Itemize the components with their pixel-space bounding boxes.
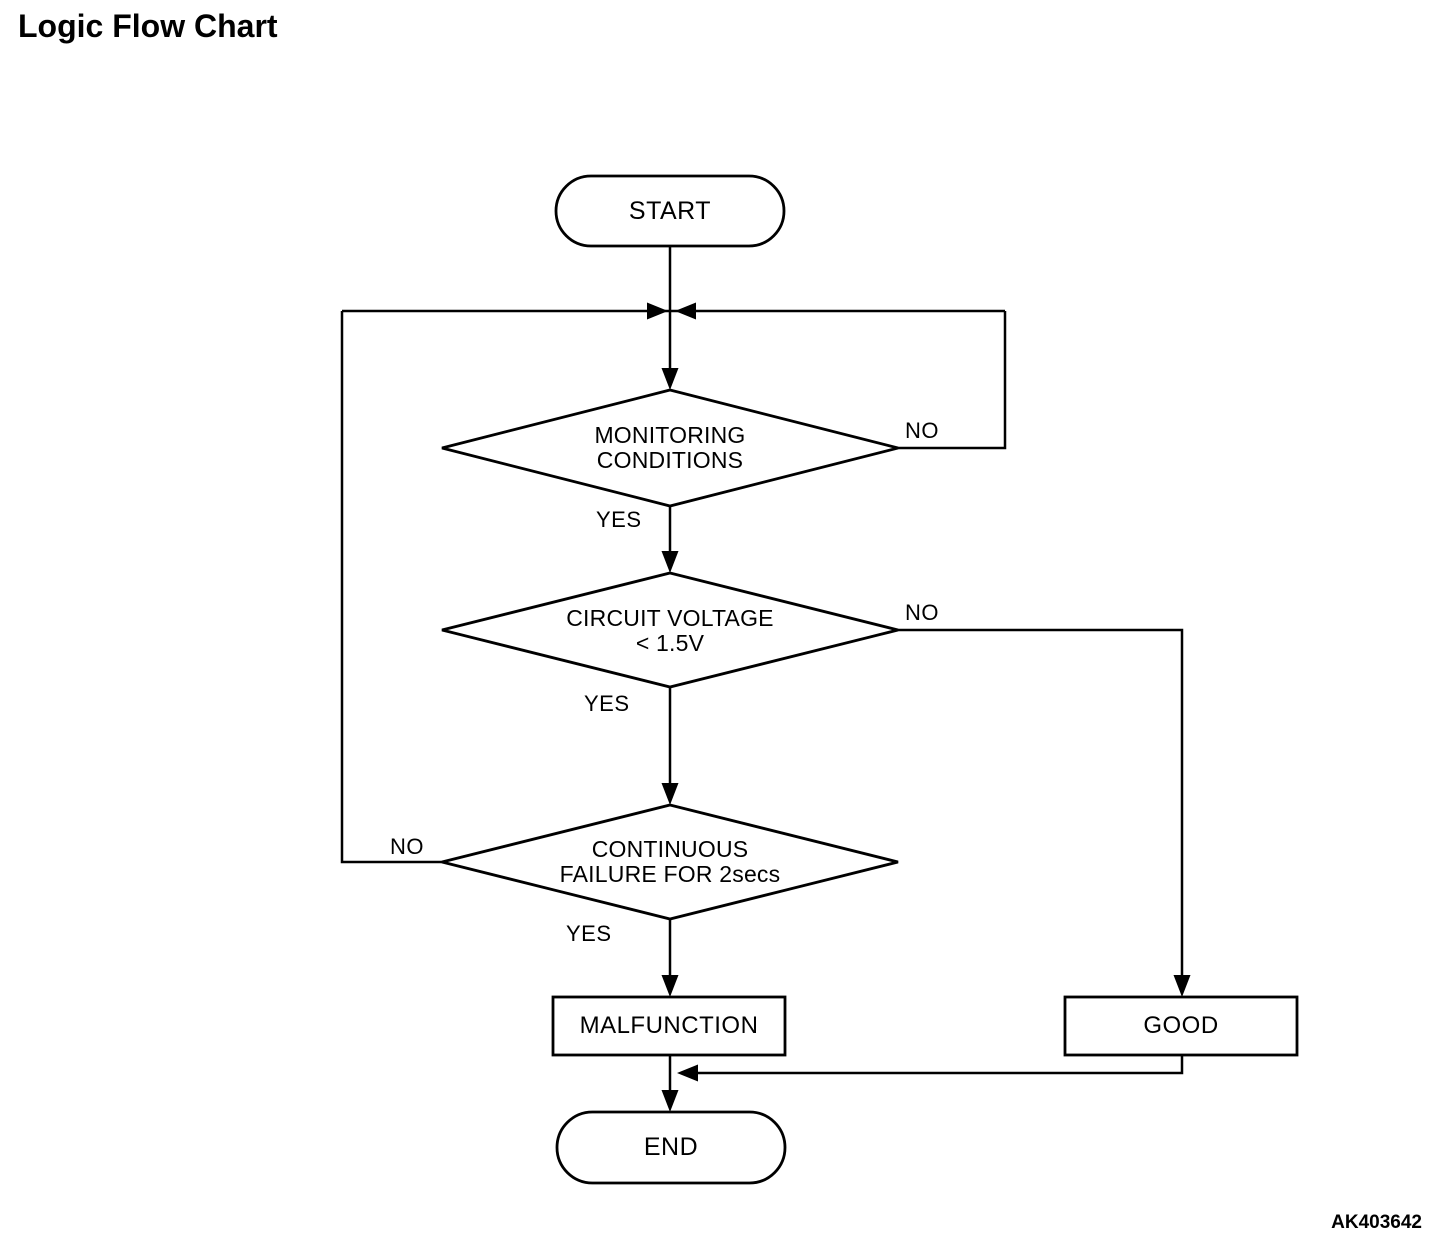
failure-no-label: NO xyxy=(390,834,424,859)
failure-label-line1: CONTINUOUS xyxy=(591,836,749,862)
voltage-label-line2: < 1.5V xyxy=(635,630,705,656)
edge-good-to-merge xyxy=(697,1055,1184,1075)
monitoring-label-line1: MONITORING xyxy=(594,422,746,448)
monitoring-no-label: NO xyxy=(905,418,939,443)
figure-code: AK403642 xyxy=(1331,1212,1422,1233)
arrowhead-junction-from-left xyxy=(647,302,668,320)
arrowhead-into-end xyxy=(661,1090,679,1112)
monitoring-label-line2: CONDITIONS xyxy=(596,447,744,473)
voltage-label-line1: CIRCUIT VOLTAGE xyxy=(566,605,774,631)
start-node-label: START xyxy=(628,196,712,225)
end-node-label: END xyxy=(643,1133,699,1161)
voltage-diamond-shape xyxy=(441,571,899,689)
end-terminator-shape xyxy=(555,1110,787,1185)
good-node-label: GOOD xyxy=(1143,1012,1219,1039)
failure-node-label: CONTINUOUS FAILURE FOR 2secs xyxy=(470,837,870,887)
start-terminator-shape xyxy=(554,174,786,248)
failure-diamond-shape xyxy=(441,803,899,921)
arrowhead-merge-from-good xyxy=(677,1064,698,1082)
page-title: Logic Flow Chart xyxy=(18,8,278,44)
arrowhead-into-malfunction xyxy=(661,975,679,997)
monitoring-diamond-shape xyxy=(441,388,899,508)
failure-label-line2: FAILURE FOR 2secs xyxy=(559,861,781,887)
failure-yes-label: YES xyxy=(566,921,612,946)
edge-failure-no-loop xyxy=(340,311,442,864)
malfunction-node-label: MALFUNCTION xyxy=(579,1012,759,1039)
arrowhead-into-monitoring xyxy=(661,368,679,390)
good-box-shape xyxy=(1063,995,1299,1057)
arrowhead-into-voltage xyxy=(661,551,679,573)
malfunction-box-shape xyxy=(551,995,787,1057)
edge-voltage-no-to-good xyxy=(898,628,1184,977)
voltage-node-label: CIRCUIT VOLTAGE < 1.5V xyxy=(470,606,870,656)
voltage-yes-label: YES xyxy=(584,691,630,716)
voltage-no-label: NO xyxy=(905,600,939,625)
arrowhead-into-failure xyxy=(661,783,679,805)
arrowhead-junction-from-right xyxy=(675,302,696,320)
monitoring-yes-label: YES xyxy=(596,507,642,532)
edge-monitoring-no-loop xyxy=(898,311,1007,450)
monitoring-node-label: MONITORING CONDITIONS xyxy=(470,423,870,473)
arrowhead-into-good xyxy=(1173,975,1191,997)
